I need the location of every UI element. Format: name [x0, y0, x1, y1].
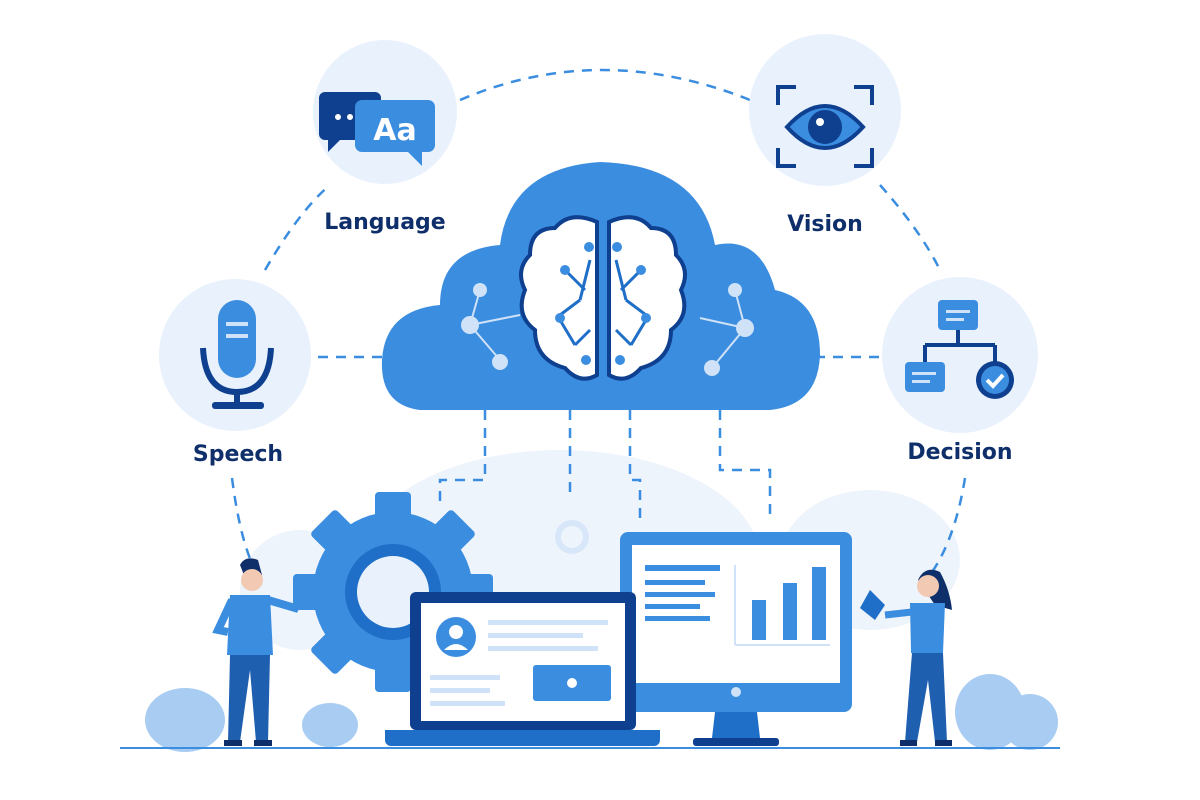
bg-ring: [555, 520, 589, 554]
aa-glyph: Aa: [373, 113, 416, 148]
desktop-monitor: [620, 532, 852, 746]
language-label: Language: [324, 210, 446, 235]
microphone-icon: [200, 300, 274, 409]
decision-label: Decision: [907, 440, 1013, 465]
person-woman: [860, 569, 952, 746]
tablet-icon: [860, 590, 885, 620]
eye-scan-icon: [776, 85, 874, 168]
chat-bubbles-aa-icon: Aa: [319, 92, 435, 166]
laptop: [385, 592, 660, 746]
speech-label: Speech: [192, 442, 284, 467]
dashed-connectors: [230, 68, 967, 576]
bar-chart-icon: [734, 565, 830, 646]
person-man: [212, 558, 304, 746]
decision-tree-check-icon: [905, 300, 1014, 399]
bushes: [145, 674, 1058, 752]
vision-label: Vision: [787, 212, 863, 237]
cloud-brain-icon: [381, 162, 820, 410]
